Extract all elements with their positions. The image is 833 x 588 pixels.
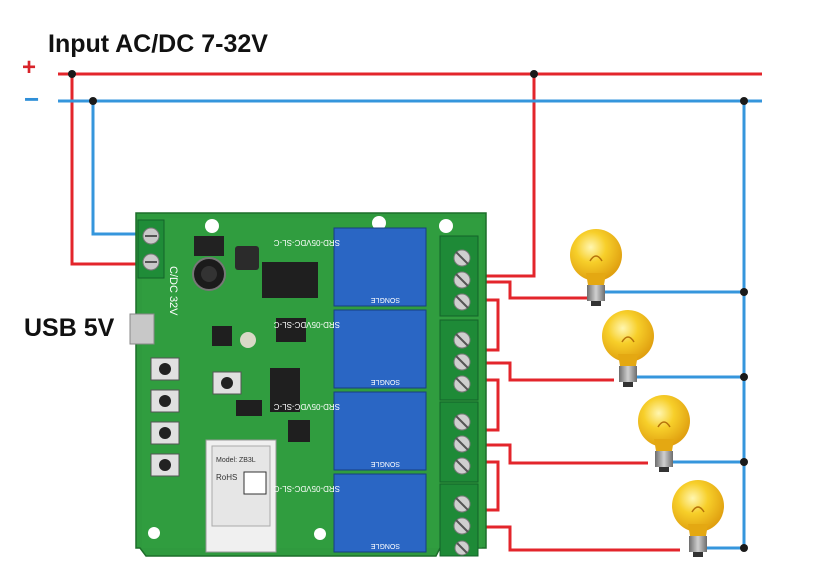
input-voltage-label: Input AC/DC 7-32V xyxy=(48,30,268,58)
usb-port[interactable] xyxy=(129,313,155,345)
light-bulb-2-icon xyxy=(602,310,654,387)
power-terminal xyxy=(137,219,165,279)
relay-model-text: SRD-05VDC-SL-C xyxy=(274,402,340,411)
led xyxy=(240,332,256,348)
relay-model-text: SRD-05VDC-SL-C xyxy=(274,238,340,247)
light-bulb-4-icon xyxy=(672,480,724,557)
module-model-text: Model: ZB3L xyxy=(216,457,256,464)
output-terminals xyxy=(439,235,479,557)
ic-chip xyxy=(288,420,310,442)
mount-hole xyxy=(314,528,326,540)
relay-model-text: SRD-05VDC-SL-C xyxy=(274,320,340,329)
relay-model-text: SRD-05VDC-SL-C xyxy=(274,484,340,493)
mount-hole xyxy=(372,216,386,230)
positive-symbol: + xyxy=(22,54,37,81)
inductor xyxy=(235,246,259,270)
relay-2: SRD-05VDC-SL-C SONGLE xyxy=(274,309,427,389)
module-rohs-text: RoHS xyxy=(216,473,237,482)
mount-hole xyxy=(148,527,160,539)
regulator-chip xyxy=(194,236,224,256)
positive-wires xyxy=(58,72,762,278)
mount-hole xyxy=(439,219,453,233)
power-terminal-text: C/DC 32V xyxy=(167,266,179,316)
negative-symbol: − xyxy=(24,84,40,114)
junction-dots xyxy=(68,70,748,552)
ic-chip xyxy=(276,318,306,342)
relay-brand-text: SONGLE xyxy=(370,542,400,549)
mount-hole xyxy=(205,219,219,233)
wifi-chip xyxy=(262,262,318,298)
relay-4: SRD-05VDC-SL-C SONGLE xyxy=(274,473,427,553)
capacitor xyxy=(192,257,226,291)
relay-3: SRD-05VDC-SL-C SONGLE xyxy=(274,391,427,471)
relay-brand-text: SONGLE xyxy=(370,460,400,467)
negative-wires xyxy=(58,99,762,548)
relay-brand-text: SONGLE xyxy=(370,378,400,385)
relay-brand-text: SONGLE xyxy=(370,296,400,303)
light-bulb-1-icon xyxy=(570,229,622,306)
zigbee-module: Model: ZB3L RoHS xyxy=(205,439,277,553)
ic-chip xyxy=(270,368,300,412)
light-bulb-3-icon xyxy=(638,395,690,472)
ic-chip xyxy=(212,326,232,346)
bulb-return-wires xyxy=(602,290,744,550)
buttons[interactable] xyxy=(150,357,242,477)
usb-power-label: USB 5V xyxy=(24,314,115,342)
relay-board: C/DC 32V xyxy=(129,212,487,557)
ic-chip xyxy=(236,400,262,416)
relay-1: SRD-05VDC-SL-C SONGLE xyxy=(274,227,427,307)
